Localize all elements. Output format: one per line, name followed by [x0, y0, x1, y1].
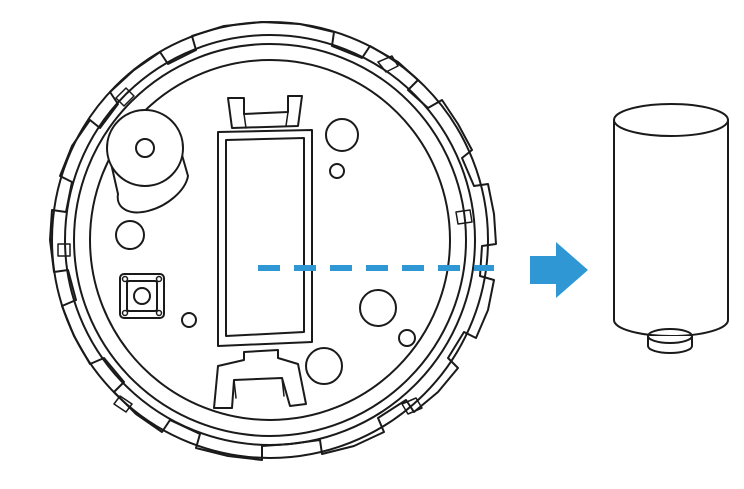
- screw-holes: [115, 118, 416, 385]
- rim-ring-3: [73, 43, 467, 437]
- device-base-icon: [49, 21, 497, 461]
- reset-button-icon: [119, 273, 165, 319]
- battery-icon: [613, 103, 729, 354]
- arrow-right-icon: [530, 242, 588, 298]
- rim-ring-1: [51, 21, 489, 459]
- removal-direction: [258, 242, 588, 298]
- inner-plate: [89, 59, 451, 421]
- cylinder-post: [106, 109, 189, 214]
- rim-ring-2: [64, 34, 476, 446]
- rim-tabs: [57, 55, 473, 415]
- battery-compartment: [213, 95, 313, 409]
